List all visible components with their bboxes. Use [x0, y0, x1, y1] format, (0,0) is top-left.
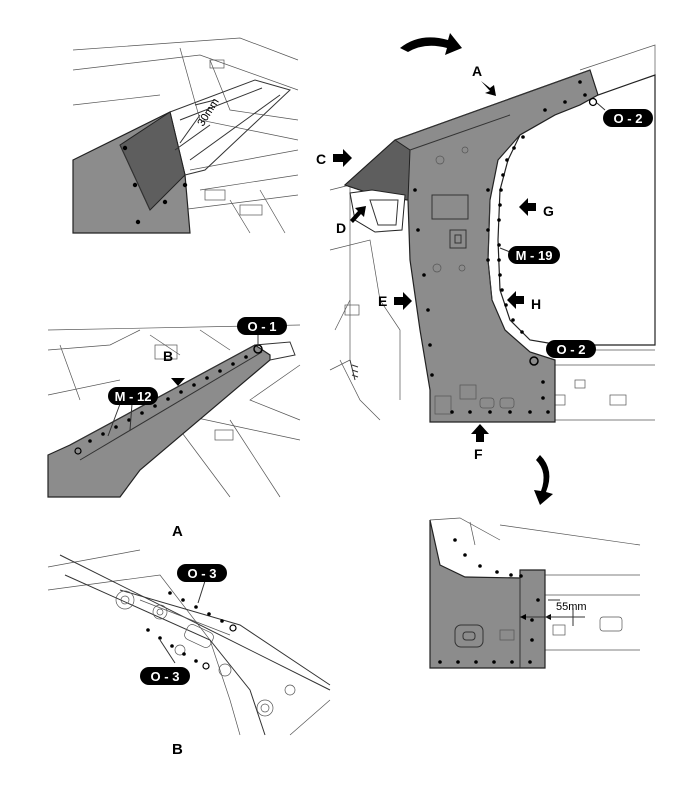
- label-d: D: [336, 220, 346, 236]
- arrow-a-icon: [481, 81, 496, 96]
- arrow-f-icon: [471, 424, 489, 442]
- caption-detail-a: A: [172, 523, 183, 540]
- spot-welds-o3: [146, 591, 237, 670]
- caption-detail-b: B: [172, 741, 183, 758]
- rotate-arrow-side-icon: [534, 455, 553, 505]
- arrow-d-icon: [350, 206, 366, 223]
- arrow-h-icon: [507, 291, 524, 309]
- detail-middle-left: B: [47, 324, 301, 498]
- svg-text:M - 12: M - 12: [115, 389, 152, 404]
- label-c: C: [316, 151, 326, 167]
- rotate-arrow-top-icon: [400, 33, 462, 55]
- arrow-e-icon: [394, 292, 412, 310]
- arrow-c-icon: [333, 149, 352, 167]
- svg-text:O - 2: O - 2: [614, 111, 643, 126]
- main-pillar-view: A C D E F G H: [316, 33, 656, 505]
- detail-bottom-left: [47, 549, 331, 736]
- label-g: G: [543, 203, 554, 219]
- detail-bottom-right: 55mm: [429, 517, 641, 669]
- spot-welds-main: [413, 80, 587, 414]
- spot-welds-detail: [438, 538, 540, 664]
- dimension-55mm: 55mm: [556, 601, 587, 613]
- callout-o2-top: O - 2: [603, 109, 653, 127]
- detail-top-left: 30mm: [72, 33, 299, 234]
- label-f: F: [474, 446, 483, 462]
- svg-text:M - 19: M - 19: [516, 248, 553, 263]
- label-b: B: [163, 348, 173, 364]
- arrow-b-icon: [171, 368, 185, 386]
- svg-text:O - 2: O - 2: [557, 342, 586, 357]
- callout-m12: M - 12: [108, 387, 158, 405]
- spot-welds-roof-rail: [88, 355, 248, 443]
- callout-o1: O - 1: [237, 317, 287, 335]
- label-e: E: [378, 293, 387, 309]
- callout-o2-mid: O - 2: [546, 340, 596, 358]
- callout-m19: M - 19: [508, 246, 560, 264]
- callout-o3-top: O - 3: [177, 564, 227, 582]
- arrow-g-icon: [519, 198, 536, 216]
- svg-text:O - 1: O - 1: [248, 319, 277, 334]
- svg-text:O - 3: O - 3: [188, 566, 217, 581]
- svg-text:O - 3: O - 3: [151, 669, 180, 684]
- label-h: H: [531, 296, 541, 312]
- callout-o3-bottom: O - 3: [140, 667, 190, 685]
- label-a: A: [472, 63, 482, 79]
